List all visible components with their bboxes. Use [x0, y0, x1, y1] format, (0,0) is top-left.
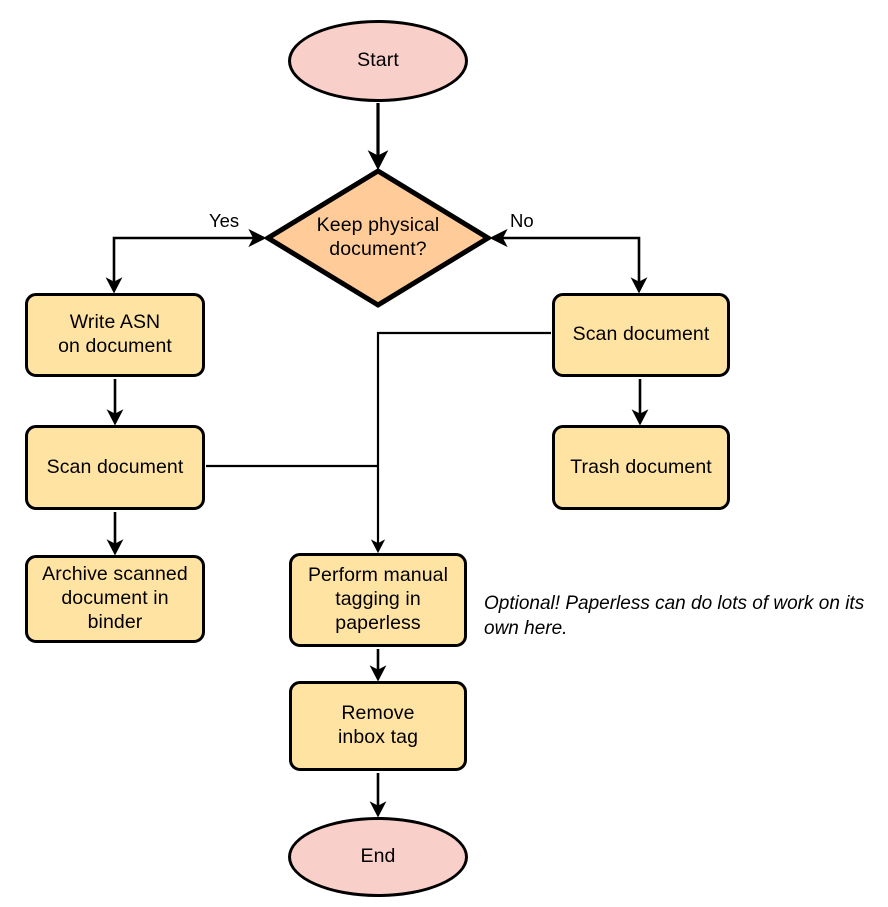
node-decision-keep-physical-document[interactable]: Keep physical document?: [265, 168, 491, 308]
node-remove-inbox-tag-label: Remove inbox tag: [337, 702, 419, 748]
node-scan-document-right-label: Scan document: [572, 323, 710, 346]
node-end[interactable]: End: [288, 817, 468, 897]
node-write-asn-on-document[interactable]: Write ASN on document: [25, 293, 205, 377]
node-start[interactable]: Start: [288, 20, 468, 102]
diamond-shape: [265, 168, 491, 308]
edge-decision-yes-to-write-asn: [105, 228, 267, 294]
node-scan-document-left[interactable]: Scan document: [25, 425, 205, 510]
edge-label-no: No: [510, 210, 534, 231]
edge-scan-right-to-manual-tagging: [370, 331, 551, 554]
node-start-label: Start: [357, 49, 399, 72]
node-archive-binder-label: Archive scanned document in binder: [42, 563, 188, 633]
node-decision-label: Keep physical document?: [316, 214, 440, 260]
node-manual-tagging-label: Perform manual tagging in paperless: [307, 564, 449, 634]
edge-decision-no-to-scan-right: [489, 228, 648, 294]
node-scan-document-right[interactable]: Scan document: [552, 293, 730, 377]
node-end-label: End: [360, 845, 396, 868]
node-trash-document[interactable]: Trash document: [552, 425, 730, 510]
node-perform-manual-tagging-in-paperless[interactable]: Perform manual tagging in paperless: [289, 553, 467, 647]
node-trash-document-label: Trash document: [570, 455, 712, 478]
annotation-optional-note: Optional! Paperless can do lots of work …: [484, 593, 865, 640]
node-scan-document-left-label: Scan document: [46, 455, 184, 478]
node-archive-scanned-document-in-binder[interactable]: Archive scanned document in binder: [25, 555, 205, 643]
node-write-asn-label: Write ASN on document: [58, 311, 172, 357]
edge-label-yes: Yes: [209, 210, 240, 231]
node-remove-inbox-tag[interactable]: Remove inbox tag: [289, 681, 467, 771]
